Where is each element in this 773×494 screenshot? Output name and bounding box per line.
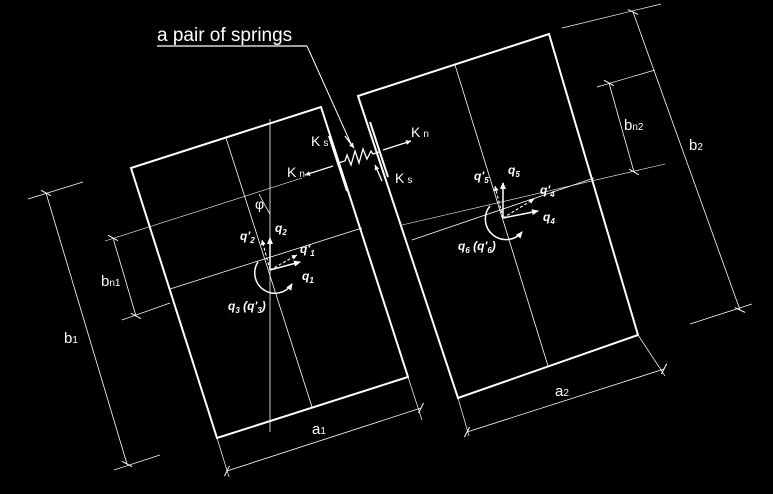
bn1-label: bn1 bbox=[101, 273, 121, 290]
block-2-centerline-long bbox=[454, 64, 549, 367]
q4p-label: q'4 bbox=[540, 183, 555, 199]
q1p-label: q'1 bbox=[300, 242, 315, 258]
block-2-outline bbox=[356, 32, 640, 400]
b2-dimension-line bbox=[627, 9, 746, 313]
block-1-dimensions: b1 bn1 a1 bbox=[27, 181, 425, 478]
kn-left-arrow bbox=[304, 165, 334, 176]
b1-label: b1 bbox=[64, 330, 78, 347]
q2-label: q2 bbox=[275, 221, 287, 237]
block-1-centerline-long bbox=[225, 137, 313, 408]
kn-right-arrow bbox=[382, 140, 412, 151]
phi-arc bbox=[258, 193, 271, 215]
q5p-arrow bbox=[493, 185, 504, 219]
block-2-dimensions: b2 bn2 a2 bbox=[457, 3, 753, 438]
block-1 bbox=[104, 105, 410, 440]
block-1-spring-plate bbox=[328, 135, 348, 192]
block-1-offset-line bbox=[104, 177, 303, 242]
a1-dimension-line bbox=[223, 402, 425, 477]
phi-label: φ bbox=[255, 196, 264, 212]
block-2-dofs: q4 q'4 q5 q'5 q6 (q'6) bbox=[458, 163, 555, 255]
q5-label: q5 bbox=[508, 163, 520, 179]
springs-title: a pair of springs bbox=[157, 25, 292, 46]
q4p-arrow bbox=[502, 198, 535, 219]
block-2-offset-line bbox=[401, 163, 666, 226]
ks-upper-arrow bbox=[344, 135, 355, 149]
bn1-dimension-line bbox=[107, 234, 142, 320]
q5p-label: q'5 bbox=[474, 169, 489, 185]
q4-label: q4 bbox=[543, 210, 555, 226]
q4-arrow bbox=[502, 209, 539, 219]
ks-lower-arrow bbox=[374, 164, 383, 182]
q6-label: q6 (q'6) bbox=[458, 239, 496, 255]
title-leader bbox=[306, 45, 353, 147]
a2-dimension-line bbox=[463, 363, 668, 438]
block-1-dofs: q1 q'1 q2 q'2 q3 (q'3) bbox=[228, 221, 315, 315]
q3-label: q3 (q'3) bbox=[228, 299, 266, 315]
q3-rotation-arrow bbox=[254, 261, 293, 294]
q1-label: q1 bbox=[302, 269, 314, 285]
q1-arrow bbox=[269, 260, 301, 271]
q1p-arrow bbox=[269, 254, 298, 271]
b2-label: b2 bbox=[689, 137, 703, 154]
springs-callout: a pair of springs bbox=[157, 25, 353, 147]
a2-label: a2 bbox=[555, 383, 569, 400]
q2p-label: q'2 bbox=[240, 229, 255, 245]
angle-phi: φ bbox=[255, 193, 271, 215]
b1-dimension-line bbox=[40, 189, 133, 468]
spring-zigzag bbox=[337, 146, 380, 168]
q6-rotation-arrow bbox=[484, 205, 523, 241]
block-1-centerline-short bbox=[169, 227, 363, 290]
q2p-arrow bbox=[260, 239, 271, 271]
bn2-label: bn2 bbox=[624, 117, 644, 134]
a1-label: a1 bbox=[312, 421, 326, 438]
block-2-spring-plate bbox=[369, 121, 389, 178]
bn2-dimension-line bbox=[603, 79, 640, 176]
